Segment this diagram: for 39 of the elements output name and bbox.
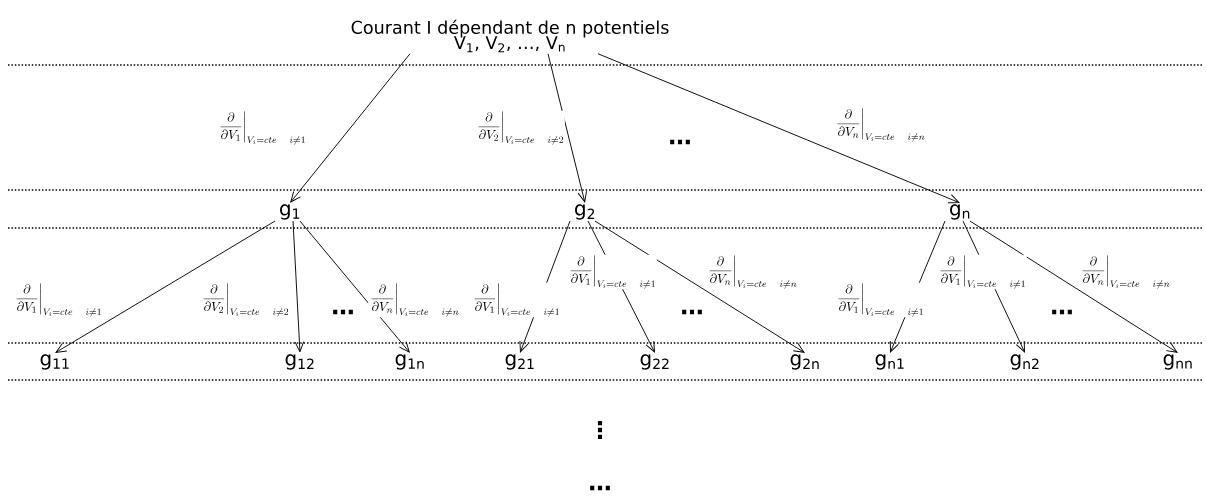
arrow	[299, 220, 410, 353]
arrow	[55, 220, 276, 353]
symbol-label: g$_{22}$	[640, 354, 669, 370]
arrow	[290, 53, 411, 203]
arrow	[594, 220, 805, 353]
arrow	[292, 220, 305, 353]
symbol-label: g$_{2}$	[575, 204, 595, 220]
ellipsis: …	[333, 309, 353, 315]
arrow	[597, 53, 960, 204]
derivative-label: $\left.\frac{\partial}{\partial V_{n}}\right|_{V_i=cte\quad i\neq n}$	[368, 282, 460, 318]
symbol-label: g$_{n1}$	[875, 354, 904, 370]
heading-text: Courant I dépendant de n potentiels V$_{1}$, V$_{2}$, …, V$_{n}$	[351, 19, 669, 53]
derivative-label: $\left.\frac{\partial}{\partial V_{1}}\right|_{V_i=cte\quad i\neq 1}$	[471, 282, 561, 318]
symbol-label: g$_{1}$	[280, 204, 300, 220]
symbol-label: g$_{n2}$	[1010, 354, 1039, 370]
derivative-label: $\left.\frac{\partial}{\partial V_{1}}\right|_{V_i=cte\quad i\neq 1}$	[567, 254, 657, 290]
arrow	[547, 53, 587, 203]
ellipsis: …	[1052, 309, 1072, 315]
symbol-label: g$_{11}$	[40, 354, 69, 370]
symbol-label: g$_{21}$	[505, 354, 534, 370]
symbol-label: g$_{12}$	[285, 354, 314, 370]
symbol-label: g$_{1n}$	[395, 354, 424, 370]
derivative-label: $\left.\frac{\partial}{\partial V_{2}}\right|_{V_i=cte\quad i\neq 2}$	[200, 282, 290, 318]
derivative-label: $\left.\frac{\partial}{\partial V_{n}}\right|_{V_i=cte\quad i\neq n}$	[834, 107, 926, 143]
ellipsis: …	[670, 139, 690, 145]
ellipsis: ⋮	[597, 420, 603, 440]
derivative-label: $\left.\frac{\partial}{\partial V_{1}}\right|_{V_i=cte\quad i\neq 1}$	[13, 282, 103, 318]
derivative-label: $\left.\frac{\partial}{\partial V_{1}}\right|_{V_i=cte\quad i\neq 1}$	[835, 282, 925, 318]
derivative-label: $\left.\frac{\partial}{\partial V_{2}}\right|_{V_i=cte\quad i\neq 2}$	[475, 110, 565, 146]
derivative-label: $\left.\frac{\partial}{\partial V_{1}}\right|_{V_i=cte\quad i\neq 1}$	[217, 110, 307, 146]
derivative-label: $\left.\frac{\partial}{\partial V_{n}}\right|_{V_i=cte\quad i\neq n}$	[706, 254, 798, 290]
ellipsis: …	[682, 309, 702, 315]
derivative-label: $\left.\frac{\partial}{\partial V_{1}}\right|_{V_i=cte\quad i\neq 1}$	[937, 254, 1027, 290]
symbol-label: g$_{n}$	[950, 204, 970, 220]
ellipsis: …	[590, 485, 610, 491]
symbol-label: g$_{2n}$	[790, 354, 819, 370]
arrow	[969, 220, 1178, 353]
derivative-label: $\left.\frac{\partial}{\partial V_{n}}\right|_{V_i=cte\quad i\neq n}$	[1079, 254, 1171, 290]
symbol-label: g$_{nn}$	[1163, 354, 1192, 370]
